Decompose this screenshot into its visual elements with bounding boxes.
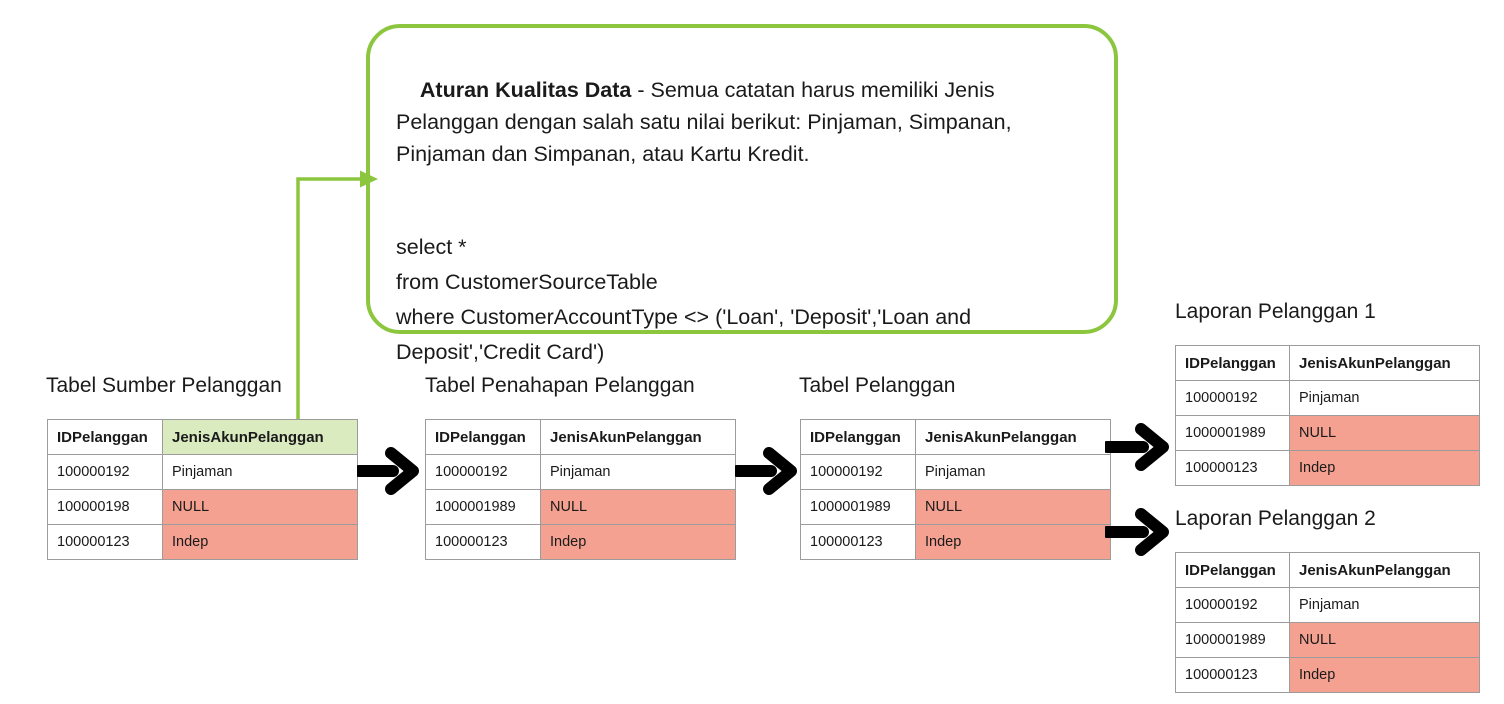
table-row: 100000123 Indep: [1175, 657, 1480, 693]
rule-title: Aturan Kualitas Data: [419, 78, 632, 102]
cell-id: 1000001989: [1175, 415, 1290, 451]
cell-id: 1000001989: [800, 489, 916, 525]
cell-type: Indep: [540, 524, 736, 560]
table-report2: IDPelanggan JenisAkunPelanggan 100000192…: [1175, 552, 1480, 693]
col-header-id: IDPelanggan: [1175, 345, 1290, 381]
col-header-type: JenisAkunPelanggan: [915, 419, 1111, 455]
cell-id: 100000123: [1175, 450, 1290, 486]
cell-type: Pinjaman: [540, 454, 736, 490]
rule-text: Aturan Kualitas Data - Semua catatan har…: [396, 42, 1088, 202]
table-row: 1000001989 NULL: [425, 489, 736, 525]
cell-id: 100000123: [47, 524, 163, 560]
table-header-row: IDPelanggan JenisAkunPelanggan: [1175, 345, 1480, 381]
table-row: 1000001989 NULL: [1175, 622, 1480, 658]
cell-type: NULL: [1289, 415, 1480, 451]
col-header-type: JenisAkunPelanggan: [1289, 345, 1480, 381]
table-staging: IDPelanggan JenisAkunPelanggan 100000192…: [425, 419, 736, 560]
table-row: 100000123 Indep: [47, 524, 358, 560]
cell-id: 100000192: [800, 454, 916, 490]
cell-type: NULL: [1289, 622, 1480, 658]
cell-type: Indep: [1289, 657, 1480, 693]
table-source: IDPelanggan JenisAkunPelanggan 100000192…: [47, 419, 358, 560]
cell-id: 100000198: [47, 489, 163, 525]
cell-id: 100000123: [425, 524, 541, 560]
table-title-staging: Tabel Penahapan Pelanggan: [425, 374, 695, 397]
table-row: 100000123 Indep: [800, 524, 1111, 560]
table-title-report1: Laporan Pelanggan 1: [1175, 300, 1376, 323]
cell-type: Indep: [1289, 450, 1480, 486]
col-header-id: IDPelanggan: [425, 419, 541, 455]
col-header-type: JenisAkunPelanggan: [540, 419, 736, 455]
cell-type: NULL: [540, 489, 736, 525]
cell-type: Indep: [915, 524, 1111, 560]
cell-id: 100000192: [1175, 380, 1290, 416]
table-row: 100000192 Pinjaman: [425, 454, 736, 490]
table-row: 100000192 Pinjaman: [47, 454, 358, 490]
col-header-id: IDPelanggan: [800, 419, 916, 455]
arrow-staging-to-customer: [735, 447, 797, 495]
sql-query-text: select * from CustomerSourceTable where …: [396, 235, 972, 364]
cell-type: Pinjaman: [162, 454, 358, 490]
table-row: 100000123 Indep: [425, 524, 736, 560]
arrow-customer-to-report1: [1105, 423, 1169, 471]
cell-id: 100000192: [47, 454, 163, 490]
table-row: 1000001989 NULL: [800, 489, 1111, 525]
cell-type: Pinjaman: [1289, 587, 1480, 623]
table-header-row: IDPelanggan JenisAkunPelanggan: [800, 419, 1111, 455]
table-row: 100000192 Pinjaman: [1175, 380, 1480, 416]
table-header-row: IDPelanggan JenisAkunPelanggan: [425, 419, 736, 455]
table-row: 100000192 Pinjaman: [1175, 587, 1480, 623]
table-title-customer: Tabel Pelanggan: [799, 374, 956, 397]
table-header-row: IDPelanggan JenisAkunPelanggan: [1175, 552, 1480, 588]
cell-id: 100000192: [425, 454, 541, 490]
table-row: 100000192 Pinjaman: [800, 454, 1111, 490]
table-row: 1000001989 NULL: [1175, 415, 1480, 451]
cell-id: 1000001989: [1175, 622, 1290, 658]
table-title-source: Tabel Sumber Pelanggan: [46, 374, 282, 397]
col-header-type: JenisAkunPelanggan: [162, 419, 358, 455]
table-header-row: IDPelanggan JenisAkunPelanggan: [47, 419, 358, 455]
table-customer: IDPelanggan JenisAkunPelanggan 100000192…: [800, 419, 1111, 560]
table-row: 100000198 NULL: [47, 489, 358, 525]
col-header-id: IDPelanggan: [47, 419, 163, 455]
col-header-id: IDPelanggan: [1175, 552, 1290, 588]
col-header-type: JenisAkunPelanggan: [1289, 552, 1480, 588]
cell-id: 1000001989: [425, 489, 541, 525]
table-report1: IDPelanggan JenisAkunPelanggan 100000192…: [1175, 345, 1480, 486]
cell-id: 100000192: [1175, 587, 1290, 623]
data-quality-rule-callout: Aturan Kualitas Data - Semua catatan har…: [366, 24, 1118, 364]
cell-id: 100000123: [800, 524, 916, 560]
arrow-source-to-staging: [357, 447, 419, 495]
cell-type: NULL: [162, 489, 358, 525]
rule-body: - Semua catatan harus memiliki Jenis Pel…: [396, 78, 1018, 166]
cell-type: Indep: [162, 524, 358, 560]
arrow-customer-to-report2: [1105, 508, 1169, 556]
cell-type: Pinjaman: [915, 454, 1111, 490]
cell-id: 100000123: [1175, 657, 1290, 693]
cell-type: NULL: [915, 489, 1111, 525]
table-title-report2: Laporan Pelanggan 2: [1175, 507, 1376, 530]
cell-type: Pinjaman: [1289, 380, 1480, 416]
connector-source-column-to-rule: [296, 170, 378, 430]
table-row: 100000123 Indep: [1175, 450, 1480, 486]
